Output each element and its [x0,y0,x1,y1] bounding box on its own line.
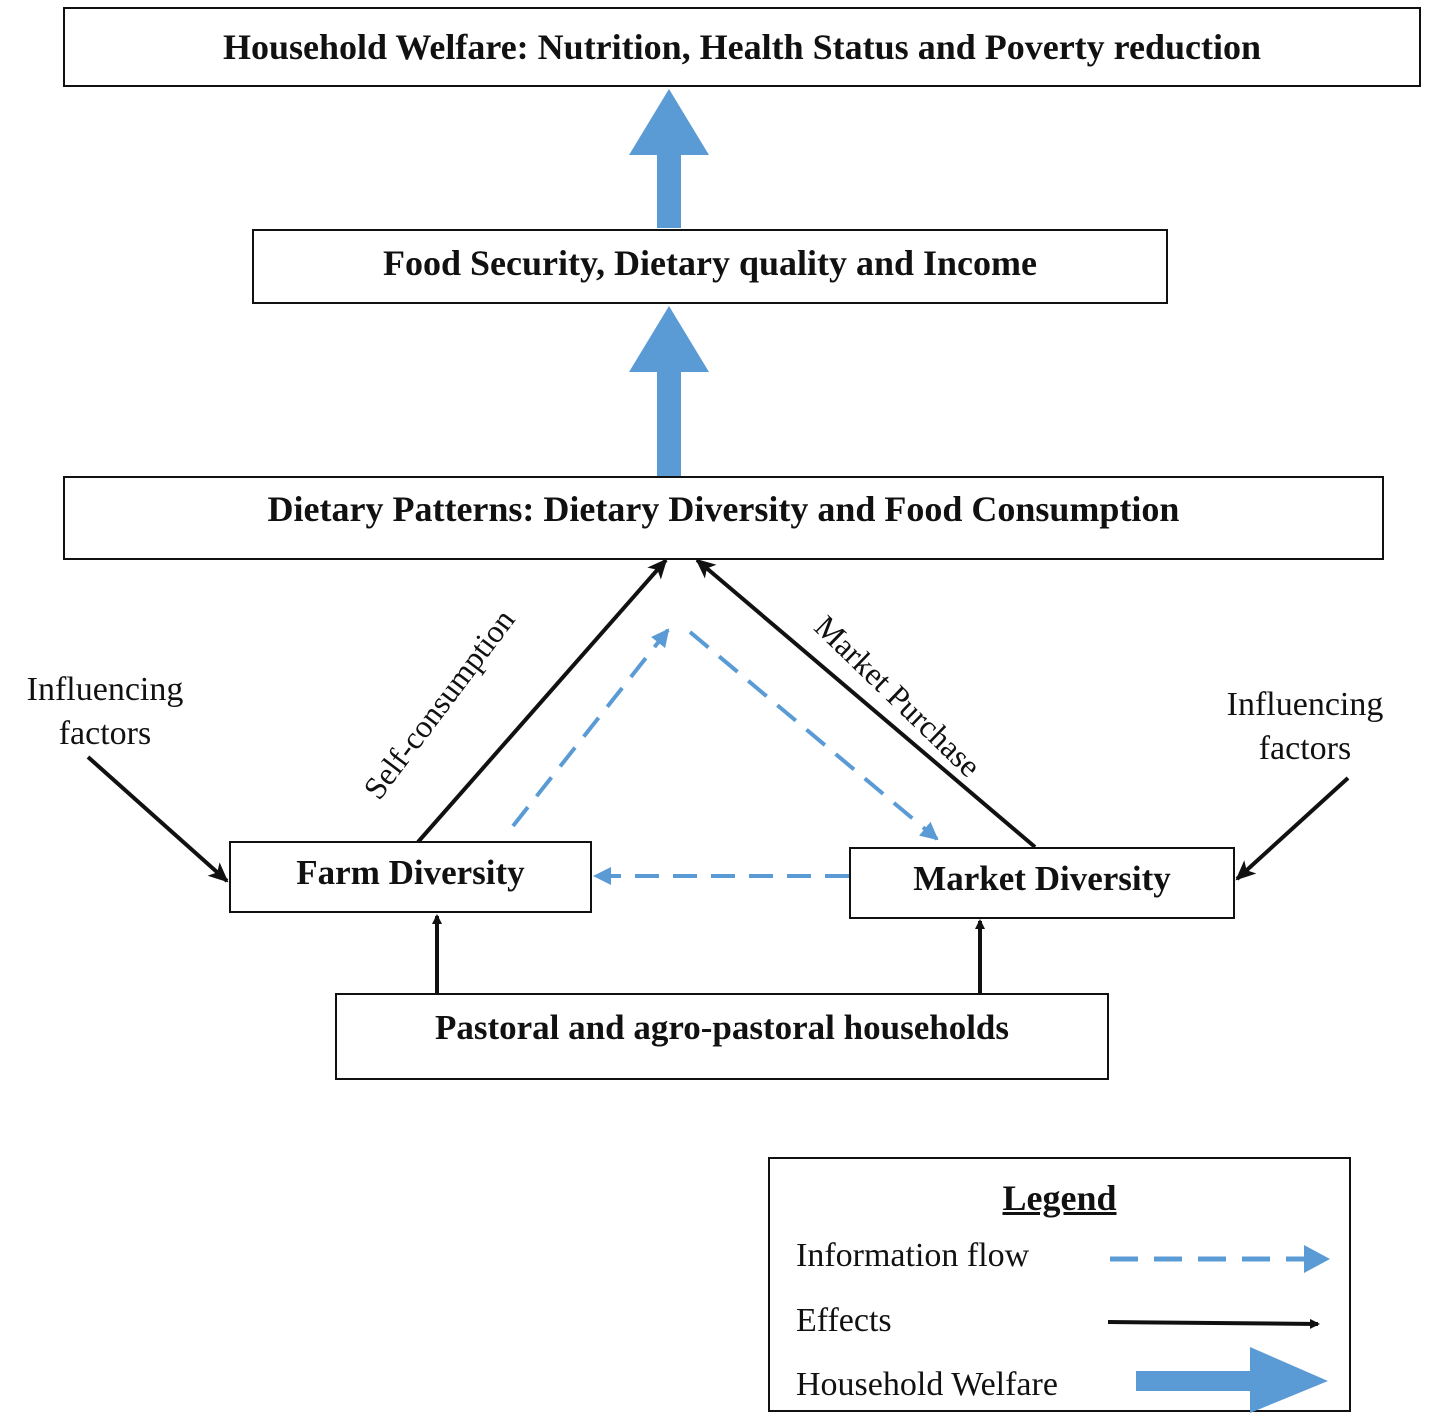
household-welfare-box: Household Welfare: Nutrition, Health Sta… [63,7,1421,87]
food-security-box: Food Security, Dietary quality and Incom… [252,229,1168,304]
influencing-factors-left: Influencing factors [26,671,184,753]
market-diversity-label: Market Diversity [913,859,1171,898]
households-box: Pastoral and agro-pastoral households [335,993,1109,1080]
legend: Legend Information flow Effects Househol… [768,1157,1351,1413]
legend-household-welfare-symbol [1136,1347,1328,1413]
farm-diversity-box: Farm Diversity [229,841,592,913]
dietary-patterns-box: Dietary Patterns: Dietary Diversity and … [63,476,1384,560]
influencing-left-arrow [86,755,229,883]
legend-effects-symbol [1107,1318,1320,1329]
food-security-label: Food Security, Dietary quality and Incom… [383,243,1037,283]
legend-information-flow-arrowhead [1304,1245,1330,1273]
welfare-arrow-upper [629,89,709,228]
market-purchase-arrow [695,558,1037,849]
legend-information-flow-label: Information flow [796,1237,1030,1274]
legend-title: Legend [1002,1178,1117,1218]
farm-diversity-label: Farm Diversity [296,853,525,892]
info-flow-farm-up [511,628,670,828]
influencing-right-arrow [1235,776,1350,881]
welfare-arrow-lower [629,306,709,476]
dietary-patterns-label: Dietary Patterns: Dietary Diversity and … [267,489,1180,529]
self-consumption-arrow [416,558,668,844]
legend-household-welfare-label: Household Welfare [796,1366,1058,1403]
influencing-factors-right: Influencing factors [1226,686,1384,768]
households-label: Pastoral and agro-pastoral households [434,1008,1009,1047]
market-diversity-box: Market Diversity [849,847,1235,919]
household-welfare-label: Household Welfare: Nutrition, Health Sta… [222,27,1262,67]
info-flow-down-market [688,630,939,841]
legend-effects-label: Effects [796,1302,892,1339]
legend-symbols [1107,1245,1330,1413]
